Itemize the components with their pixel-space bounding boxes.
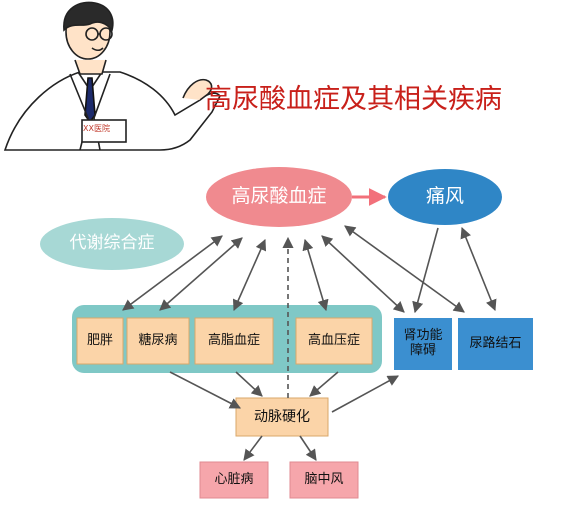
stroke-label: 脑中风 xyxy=(304,471,344,487)
arrow-athero-renal xyxy=(331,375,399,413)
heart-disease-box xyxy=(199,461,269,499)
renal-dysfunction-box xyxy=(394,318,452,370)
hyperuricemia-oval xyxy=(206,167,352,227)
arrow-lipid-athero xyxy=(235,371,263,397)
hypertension-label: 高血压症 xyxy=(307,332,360,348)
arrow-hypertension xyxy=(302,238,329,312)
atherosclerosis-box xyxy=(235,397,329,437)
gout-label: 痛风 xyxy=(425,185,464,208)
arrow-diabetes xyxy=(159,237,243,311)
hyperlipidemia-box xyxy=(194,317,274,365)
page-title: 高尿酸血症及其相关疾病 xyxy=(205,83,502,115)
atherosclerosis-label: 动脉硬化 xyxy=(254,408,310,425)
arrow-athero-heart xyxy=(243,435,263,461)
arrow-hyperlipidemia xyxy=(232,238,267,312)
heart-disease-label: 心脏病 xyxy=(214,471,254,487)
urolithiasis-label: 尿路结石 xyxy=(469,335,522,351)
doctor-illustration xyxy=(3,1,221,151)
coat-badge: XX医院 xyxy=(83,124,110,133)
obesity-box xyxy=(76,317,124,365)
stroke-box xyxy=(289,461,359,499)
arrow-diabetes-athero xyxy=(169,371,241,409)
diabetes-label: 糖尿病 xyxy=(138,332,178,348)
renal-dysfunction-label: 肾功能 障碍 xyxy=(403,328,443,358)
arrow-renal xyxy=(321,235,405,313)
arrow-gout-stone xyxy=(460,226,497,312)
arrow-athero-stroke xyxy=(299,435,317,461)
arrow-gout-renal xyxy=(412,227,439,314)
hyperuricemia-label: 高尿酸血症 xyxy=(231,185,327,208)
metabolic-syndrome-label: 代谢综合症 xyxy=(69,233,155,254)
urolithiasis-box xyxy=(458,318,533,370)
hyperlipidemia-label: 高脂血症 xyxy=(207,332,260,348)
obesity-label: 肥胖 xyxy=(86,332,113,348)
arrow-bp-athero xyxy=(309,371,339,397)
gout-oval xyxy=(388,169,502,225)
arrows-group xyxy=(122,225,497,461)
arrow-urolithiasis xyxy=(344,225,465,313)
hypertension-box xyxy=(295,317,373,365)
diabetes-box xyxy=(126,317,190,365)
